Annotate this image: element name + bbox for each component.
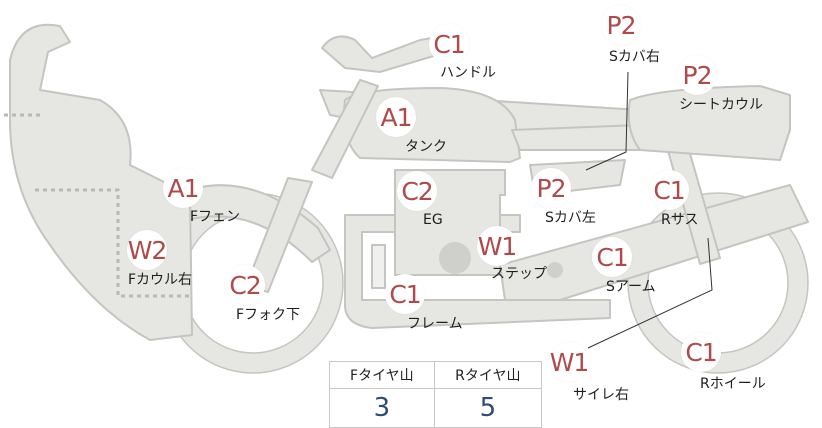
front-fender bbox=[164, 184, 331, 263]
part-code-badge-front-cowl-right: W2 bbox=[127, 230, 167, 270]
part-label-front-cowl-right: Fカウル右 bbox=[128, 272, 193, 288]
part-label-handle: ハンドル bbox=[440, 65, 496, 81]
part-code-badge-front-fender: A1 bbox=[163, 168, 203, 208]
part-code-badge-step: W1 bbox=[477, 226, 517, 266]
part-label-engine: EG bbox=[423, 212, 443, 228]
front-tire-value: 3 bbox=[329, 388, 435, 428]
frame bbox=[344, 214, 611, 329]
part-label-rear-suspension: Rサス bbox=[661, 212, 699, 228]
part-code-badge-seat-cover-right: P2 bbox=[601, 5, 641, 45]
tire-tread-table: Fタイヤ山 Rタイヤ山 3 5 bbox=[329, 361, 543, 428]
part-label-tank: タンク bbox=[405, 139, 447, 155]
part-code-badge-handle: C1 bbox=[429, 24, 469, 64]
part-label-front-fender: Fフェン bbox=[190, 209, 241, 225]
front-fork bbox=[245, 177, 313, 293]
part-code-badge-engine: C2 bbox=[397, 171, 437, 211]
part-code-badge-seat-cover-left: P2 bbox=[531, 168, 571, 208]
seat-cowl bbox=[627, 85, 791, 161]
rear-tire-value: 5 bbox=[433, 388, 543, 428]
front-tire-header: Fタイヤ山 bbox=[329, 361, 435, 389]
part-label-muffler-right: サイレ右 bbox=[573, 387, 629, 403]
part-label-seat-cowl: シートカウル bbox=[679, 97, 763, 113]
part-label-front-fork-lower: Fフォク下 bbox=[236, 307, 301, 323]
part-code-badge-tank: A1 bbox=[376, 97, 416, 137]
part-label-seat-cover-left: Sカバ左 bbox=[545, 210, 596, 226]
part-label-frame: フレーム bbox=[407, 316, 463, 332]
part-code-badge-muffler-right: W1 bbox=[549, 342, 589, 382]
part-code-badge-front-fork-lower: C2 bbox=[225, 265, 265, 305]
part-label-rear-wheel: Rホイール bbox=[700, 376, 766, 392]
part-code-badge-swing-arm: C1 bbox=[592, 237, 632, 277]
part-code-badge-seat-cowl: P2 bbox=[677, 55, 717, 95]
swing-arm bbox=[499, 184, 809, 301]
rear-wheel bbox=[628, 193, 808, 373]
part-code-badge-rear-wheel: C1 bbox=[681, 332, 721, 372]
rear-tire-header: Rタイヤ山 bbox=[433, 361, 543, 389]
part-label-seat-cover-right: Sカバ右 bbox=[609, 49, 660, 65]
part-label-step: ステップ bbox=[491, 266, 547, 282]
part-code-badge-rear-suspension: C1 bbox=[649, 170, 689, 210]
part-code-badge-frame: C1 bbox=[385, 274, 425, 314]
part-label-swing-arm: Sアーム bbox=[606, 279, 656, 295]
